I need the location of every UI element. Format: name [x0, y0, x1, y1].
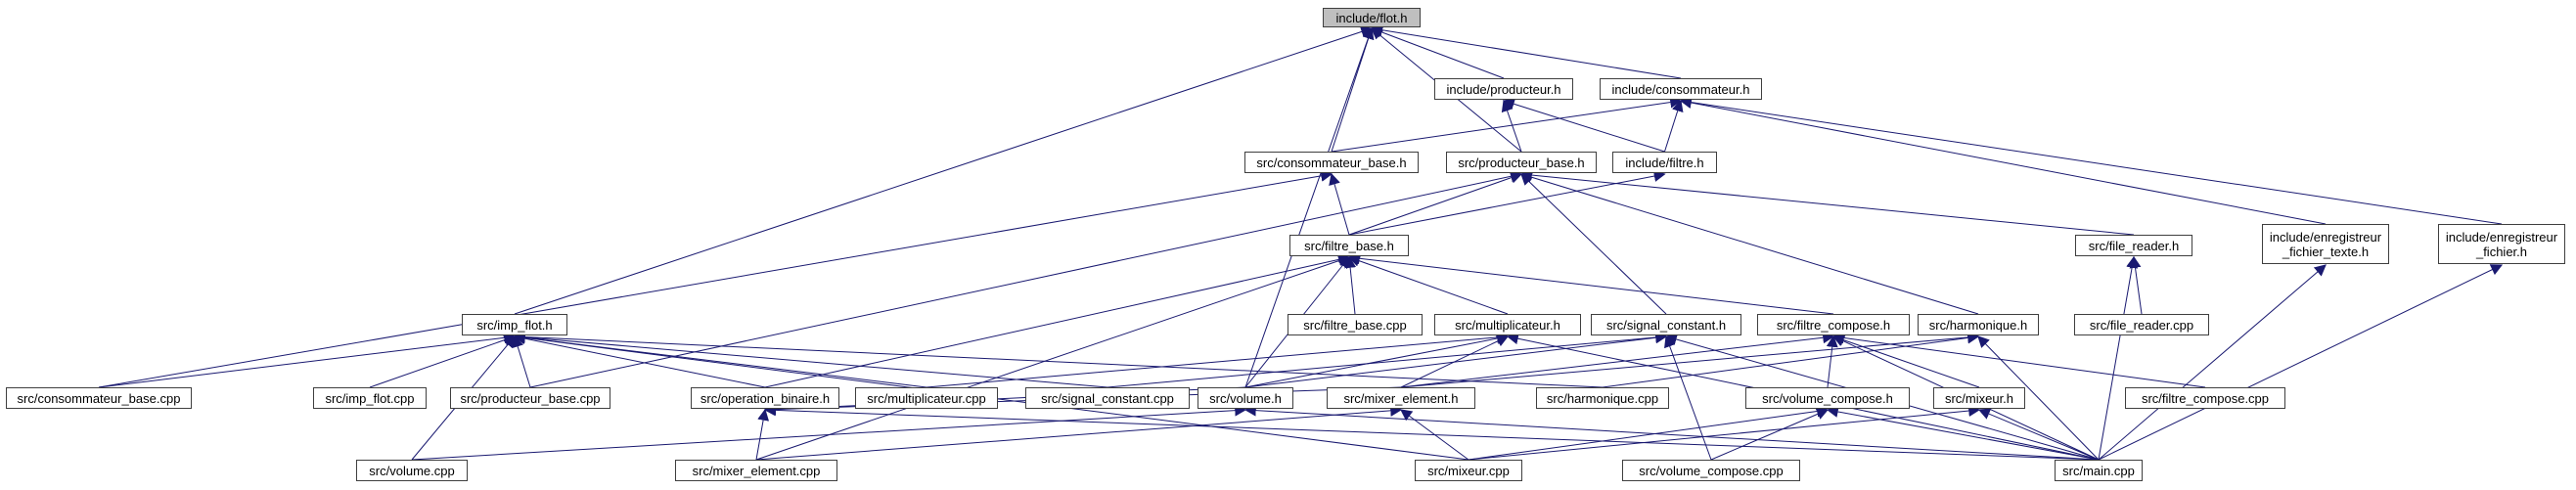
edge-filtre-compose-h-to-filtre-base-h	[1347, 252, 1834, 315]
node-include-producteur-h[interactable]: include/producteur.h	[1434, 78, 1573, 100]
edge-mixeur-cpp-to-mixeur-h	[1468, 405, 1981, 461]
edge-volume-compose-h-to-filtre-compose-h	[1826, 334, 1838, 388]
edge-operation-binaire-h-to-filtre-base-h	[764, 253, 1351, 388]
edge-filtre-base-h-to-consommateur-base-h	[1329, 172, 1350, 236]
edge-signal-constant-h-to-producteur-base-h	[1520, 173, 1667, 315]
node-src-producteur-base-cpp[interactable]: src/producteur_base.cpp	[450, 387, 610, 409]
edge-harmonique-cpp-to-imp-flot-h	[513, 331, 1604, 388]
edge-mixer-element-cpp-to-mixer-element-h	[755, 404, 1403, 461]
node-src-volume-h[interactable]: src/volume.h	[1198, 387, 1293, 409]
edge-consommateur-base-h-to-consommateur-h	[1331, 96, 1683, 153]
edge-producteur-h-to-flot-h	[1370, 26, 1505, 79]
node-src-harmonique-cpp[interactable]: src/harmonique.cpp	[1536, 387, 1669, 409]
node-src-main-cpp[interactable]: src/main.cpp	[2055, 460, 2143, 481]
node-include-flot-h: include/flot.h	[1323, 8, 1421, 27]
edge-volume-compose-cpp-to-volume-compose-h	[1710, 408, 1830, 461]
edge-volume-h-to-multiplicateur-h	[1244, 333, 1510, 388]
edge-filtre-base-cpp-to-filtre-base-h	[1344, 255, 1357, 315]
edge-producteur-base-cpp-to-producteur-base-h	[529, 170, 1523, 388]
edge-mixer-element-h-to-filtre-compose-h	[1400, 332, 1835, 388]
edge-mixer-element-h-to-harmonique-h	[1400, 331, 1980, 388]
edge-signal-constant-cpp-to-signal-constant-h	[1107, 332, 1668, 388]
node-src-file-reader-h[interactable]: src/file_reader.h	[2075, 235, 2192, 256]
edge-filtre-base-h-to-filtre-h	[1348, 170, 1666, 236]
edge-volume-h-to-signal-constant-h	[1244, 332, 1668, 388]
node-src-mixer-element-cpp[interactable]: src/mixer_element.cpp	[675, 460, 837, 481]
edge-main-cpp-to-mixeur-h	[1977, 408, 2100, 461]
edge-filtre-h-to-producteur-h	[1502, 98, 1665, 153]
edge-main-cpp-to-file-reader-h	[2098, 255, 2139, 461]
edge-main-cpp-to-enreg-texte-h	[2098, 264, 2327, 461]
edge-mixeur-h-to-filtre-compose-h	[1831, 334, 1980, 388]
edge-consommateur-base-h-to-flot-h	[1331, 26, 1375, 153]
edge-producteur-base-cpp-to-imp-flot-h	[512, 334, 531, 388]
edge-harmonique-cpp-to-harmonique-h	[1602, 332, 1980, 388]
node-src-consommateur-base-cpp[interactable]: src/consommateur_base.cpp	[6, 387, 192, 409]
node-include-filtre-h[interactable]: include/filtre.h	[1612, 152, 1717, 173]
node-src-volume-compose-h[interactable]: src/volume_compose.h	[1745, 387, 1910, 409]
edge-mixer-element-cpp-to-operation-binaire-h	[755, 408, 770, 461]
edge-filtre-compose-cpp-to-filtre-compose-h	[1831, 332, 2206, 388]
node-src-filtre-base-h[interactable]: src/filtre_base.h	[1289, 235, 1409, 256]
edge-imp-flot-h-to-flot-h	[514, 25, 1374, 315]
node-src-volume-compose-cpp[interactable]: src/volume_compose.cpp	[1622, 460, 1800, 481]
node-include-enregistreur-fichier-h[interactable]: include/enregistreur _fichier.h	[2438, 224, 2565, 264]
edge-operation-binaire-h-to-imp-flot-h	[513, 333, 766, 388]
edge-multiplicateur-h-to-filtre-base-h	[1347, 254, 1509, 315]
edge-harmonique-h-to-producteur-base-h	[1519, 171, 1979, 315]
node-src-imp-flot-h[interactable]: src/imp_flot.h	[462, 314, 567, 335]
node-src-consommateur-base-h[interactable]: src/consommateur_base.h	[1244, 152, 1419, 173]
edge-volume-h-to-flot-h	[1244, 26, 1375, 388]
edge-main-cpp-to-harmonique-h	[1977, 335, 2100, 461]
node-src-file-reader-cpp[interactable]: src/file_reader.cpp	[2074, 314, 2209, 335]
edge-enreg-texte-h-to-consommateur-h	[1679, 97, 2327, 225]
edge-file-reader-h-to-producteur-base-h	[1519, 169, 2135, 236]
edge-consommateur-base-cpp-to-consommateur-base-h	[98, 169, 1333, 388]
node-src-filtre-compose-cpp[interactable]: src/filtre_compose.cpp	[2125, 387, 2285, 409]
edge-main-cpp-to-volume-h	[1243, 404, 2100, 461]
node-src-volume-cpp[interactable]: src/volume.cpp	[356, 460, 468, 481]
node-src-imp-flot-cpp[interactable]: src/imp_flot.cpp	[313, 387, 427, 409]
edge-multiplicateur-cpp-to-multiplicateur-h	[926, 331, 1510, 388]
edge-volume-cpp-to-volume-h	[411, 404, 1247, 461]
edge-main-cpp-to-volume-compose-h	[1826, 406, 2100, 461]
edge-consommateur-base-cpp-to-imp-flot-h	[98, 332, 517, 388]
node-src-multiplicateur-cpp[interactable]: src/multiplicateur.cpp	[855, 387, 998, 409]
node-include-enregistreur-fichier-texte-h[interactable]: include/enregistreur _fichier_texte.h	[2262, 224, 2389, 264]
edge-signal-constant-cpp-to-imp-flot-h	[513, 331, 1108, 388]
edge-consommateur-h-to-flot-h	[1370, 23, 1682, 79]
node-src-multiplicateur-h[interactable]: src/multiplicateur.h	[1434, 314, 1581, 335]
edge-volume-compose-cpp-to-signal-constant-h	[1664, 334, 1712, 461]
edge-mixer-element-cpp-to-filtre-base-h	[755, 254, 1351, 461]
edge-filtre-h-to-consommateur-h	[1664, 99, 1684, 153]
edge-mixeur-cpp-to-volume-compose-h	[1468, 405, 1830, 461]
node-src-signal-constant-cpp[interactable]: src/signal_constant.cpp	[1025, 387, 1190, 409]
node-src-filtre-compose-h[interactable]: src/filtre_compose.h	[1757, 314, 1910, 335]
node-src-signal-constant-h[interactable]: src/signal_constant.h	[1591, 314, 1741, 335]
edge-file-reader-cpp-to-file-reader-h	[2129, 255, 2143, 315]
node-src-mixeur-cpp[interactable]: src/mixeur.cpp	[1415, 460, 1522, 481]
edge-filtre-base-h-to-producteur-base-h	[1348, 171, 1523, 236]
node-src-harmonique-h[interactable]: src/harmonique.h	[1918, 314, 2039, 335]
edge-main-cpp-to-enreg-fichier-h	[2098, 264, 2504, 461]
edge-imp-flot-cpp-to-imp-flot-h	[369, 334, 517, 388]
edge-main-cpp-to-operation-binaire-h	[763, 404, 2100, 461]
node-src-mixer-element-h[interactable]: src/mixer_element.h	[1327, 387, 1475, 409]
node-src-mixeur-h[interactable]: src/mixeur.h	[1933, 387, 2025, 409]
node-src-operation-binaire-h[interactable]: src/operation_binaire.h	[691, 387, 839, 409]
edge-enreg-fichier-h-to-consommateur-h	[1679, 96, 2503, 225]
node-src-filtre-base-cpp[interactable]: src/filtre_base.cpp	[1288, 314, 1423, 335]
node-src-producteur-base-h[interactable]: src/producteur_base.h	[1446, 152, 1597, 173]
node-include-consommateur-h[interactable]: include/consommateur.h	[1600, 78, 1762, 100]
edge-mixeur-cpp-to-mixer-element-h	[1400, 409, 1469, 461]
